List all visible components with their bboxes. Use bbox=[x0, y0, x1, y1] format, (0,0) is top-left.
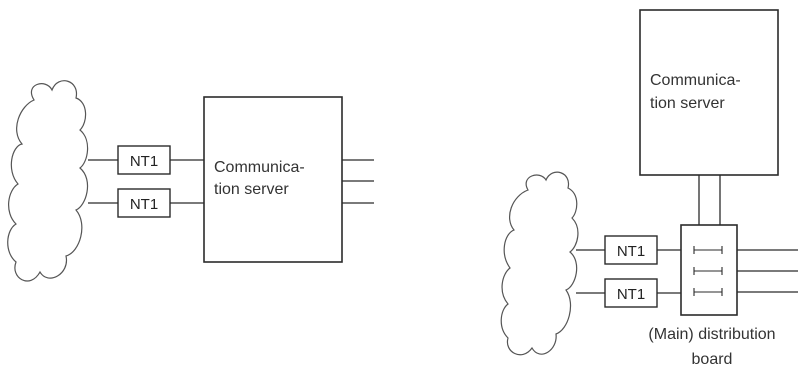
right-nt1-bottom: NT1 bbox=[604, 278, 658, 308]
server-label-line1: Communica- bbox=[650, 72, 741, 89]
server-label-line2: tion server bbox=[650, 95, 725, 112]
nt1-label: NT1 bbox=[617, 286, 645, 303]
server-label-line2: tion server bbox=[214, 181, 289, 198]
server-label-line1: Communica- bbox=[214, 159, 305, 176]
main-distribution-board bbox=[680, 224, 738, 316]
board-label-line1: (Main) distribution bbox=[648, 326, 775, 343]
left-network-cloud bbox=[7, 80, 89, 282]
right-network-cloud bbox=[500, 171, 579, 356]
right-nt1-top: NT1 bbox=[604, 235, 658, 265]
terminal-strip-2 bbox=[693, 267, 723, 275]
nt1-label: NT1 bbox=[130, 153, 158, 170]
board-label-line2: board bbox=[692, 351, 733, 368]
left-diagram: NT1 NT1 Communica- tion server bbox=[7, 80, 374, 282]
nt1-label: NT1 bbox=[617, 243, 645, 260]
left-nt1-bottom: NT1 bbox=[117, 188, 171, 218]
terminal-strip-1 bbox=[693, 246, 723, 254]
left-nt1-top: NT1 bbox=[117, 145, 171, 175]
nt1-label: NT1 bbox=[130, 196, 158, 213]
terminal-strip-3 bbox=[693, 288, 723, 296]
right-communication-server: Communica- tion server bbox=[639, 9, 779, 176]
right-diagram: Communica- tion server NT1 NT1 bbox=[500, 9, 798, 368]
left-communication-server: Communica- tion server bbox=[203, 96, 343, 263]
